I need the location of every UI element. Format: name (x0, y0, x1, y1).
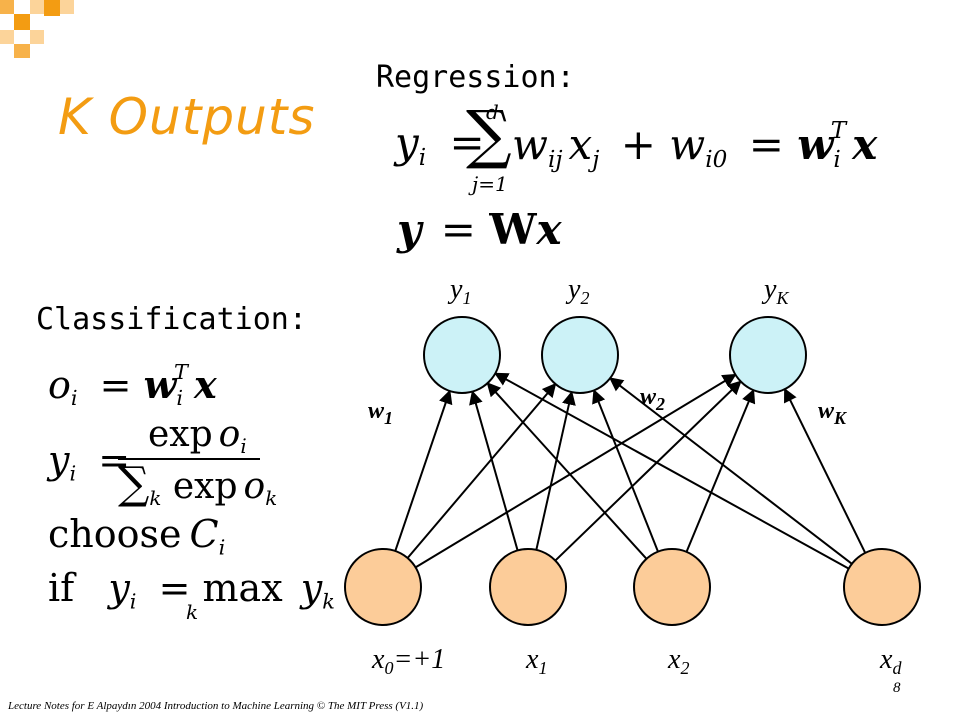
input-node (633, 548, 711, 626)
output-node (541, 316, 619, 394)
softmax-lhs: yi = (48, 438, 131, 486)
connection-arrow (394, 389, 453, 552)
connection-arrow (592, 389, 659, 553)
output-node (423, 316, 501, 394)
weight-label: wK (818, 398, 848, 428)
max-subscript: k (186, 600, 199, 624)
connection-arrow (535, 390, 576, 551)
connection-arrow (469, 390, 519, 551)
output-label: yK (761, 274, 789, 308)
connection-arrow (406, 382, 557, 559)
connection-arrow (783, 387, 867, 554)
footer-citation: Lecture Notes for E Alpaydın 2004 Introd… (8, 700, 424, 712)
connection-arrow (554, 380, 742, 562)
output-label: y2 (565, 274, 589, 308)
regression-heading: Regression: (376, 60, 575, 95)
regression-equation: yi = (395, 118, 485, 172)
weight-label: w1 (368, 398, 393, 428)
slide-title: K Outputs (58, 88, 316, 146)
classification-heading: Classification: (36, 302, 307, 337)
input-label: xd (879, 644, 902, 678)
page-number: 8 (893, 680, 901, 696)
input-label: x1 (525, 644, 547, 678)
sum-lower-limit: j=1 (472, 172, 508, 196)
connection-arrow (685, 388, 756, 553)
summation-sign: ∑ (466, 98, 512, 172)
input-node (489, 548, 567, 626)
output-label: y1 (447, 274, 471, 308)
input-label: x0=+1 (371, 644, 445, 678)
weight-label: w2 (640, 384, 665, 414)
matrix-equation: y = Wx (397, 205, 562, 254)
input-node (843, 548, 921, 626)
input-node (344, 548, 422, 626)
sum-upper-limit: d (486, 100, 499, 124)
connection-arrow (609, 377, 853, 565)
connection-arrows (394, 372, 867, 570)
connection-arrow (415, 373, 737, 569)
connection-arrow (494, 372, 850, 570)
connection-arrow (486, 382, 648, 560)
max-rule: if yi = max yk (48, 566, 335, 614)
fraction-bar (118, 458, 260, 460)
output-node (729, 316, 807, 394)
input-label: x2 (667, 644, 689, 678)
